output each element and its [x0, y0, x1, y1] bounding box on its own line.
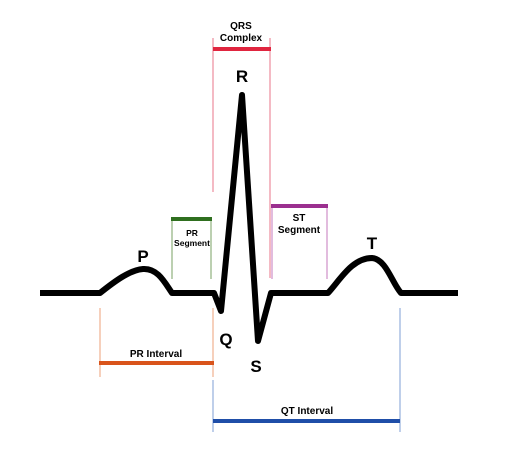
- ecg-trace: [40, 92, 458, 344]
- st-segment-label-line1: ST: [293, 213, 306, 224]
- r-wave-label: R: [236, 67, 248, 86]
- st-segment-label-line2: Segment: [278, 225, 321, 236]
- pr-segment-label-line1: PR: [186, 228, 198, 238]
- qrs-complex-label-line2: Complex: [220, 33, 263, 44]
- q-wave-label: Q: [219, 330, 232, 349]
- pr-interval-label: PR Interval: [130, 349, 182, 360]
- qt-interval-label: QT Interval: [281, 406, 333, 417]
- t-wave-label: T: [367, 234, 378, 253]
- qrs-complex-label-line1: QRS: [230, 21, 252, 32]
- p-wave-label: P: [137, 247, 148, 266]
- s-wave-label: S: [250, 357, 261, 376]
- pr-segment-label-line2: Segment: [174, 238, 210, 248]
